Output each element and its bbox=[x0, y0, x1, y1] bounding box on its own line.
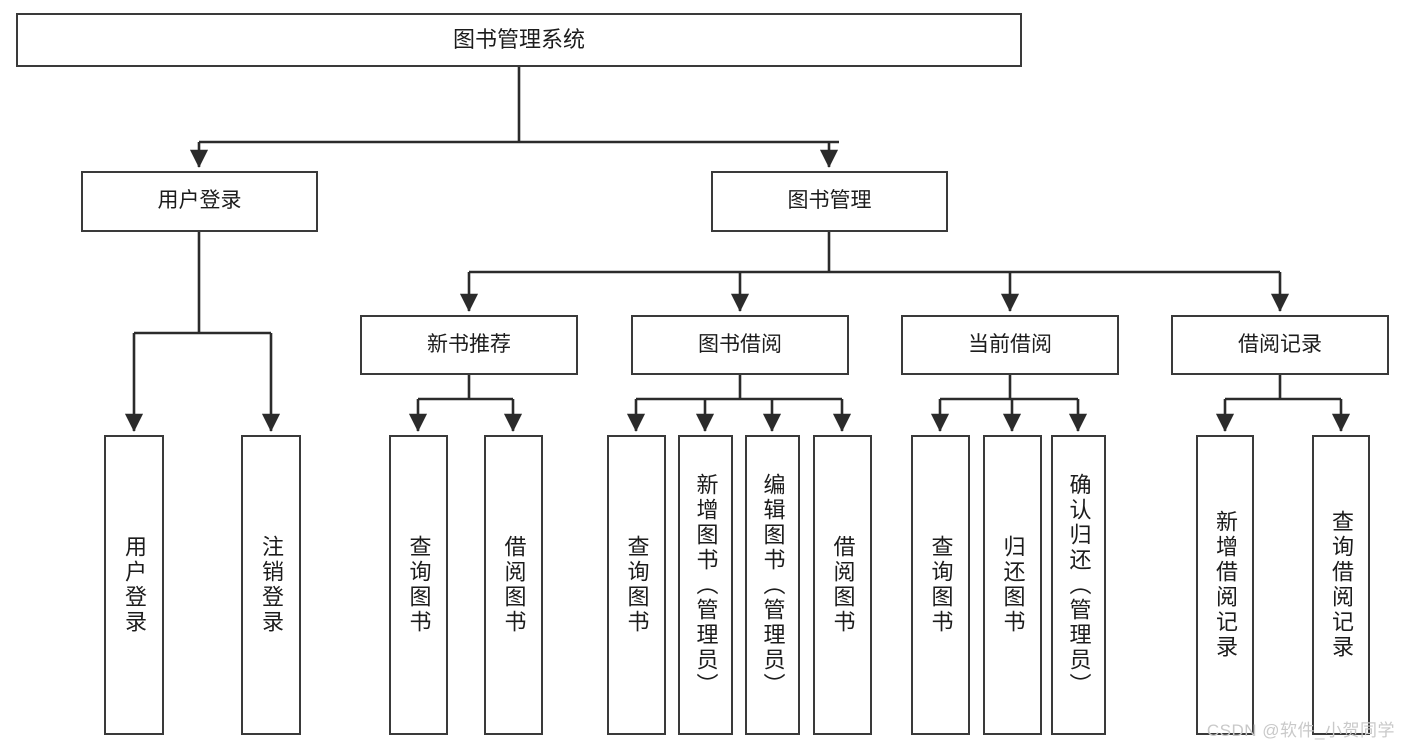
leaf-label: 查询借阅记录 bbox=[1329, 510, 1354, 660]
node-book-management[interactable]: 图书管理 bbox=[711, 171, 948, 232]
node-book-management-label: 图书管理 bbox=[787, 189, 872, 213]
leaf-label: 借阅图书 bbox=[501, 535, 527, 635]
node-book-borrow-label: 图书借阅 bbox=[698, 332, 782, 356]
node-current-borrow-label: 当前借阅 bbox=[968, 332, 1052, 356]
csdn-watermark: CSDN @软件_小贺同学 bbox=[1206, 721, 1395, 740]
leaf-label: 编辑图书（管理员） bbox=[760, 472, 786, 698]
node-new-book-recommend[interactable]: 新书推荐 bbox=[360, 315, 578, 375]
leaf-label: 用户登录 bbox=[122, 535, 147, 635]
node-new-book-recommend-label: 新书推荐 bbox=[427, 332, 511, 356]
node-root-label: 图书管理系统 bbox=[452, 27, 585, 53]
leaf-return-book[interactable]: 归还图书 bbox=[983, 435, 1042, 735]
leaf-label: 查询图书 bbox=[928, 535, 954, 635]
leaf-query-borrow-record[interactable]: 查询借阅记录 bbox=[1312, 435, 1370, 735]
leaf-confirm-return-admin[interactable]: 确认归还（管理员） bbox=[1051, 435, 1106, 735]
leaf-add-book-admin[interactable]: 新增图书（管理员） bbox=[678, 435, 733, 735]
leaf-user-logout[interactable]: 注销登录 bbox=[241, 435, 301, 735]
leaf-query-book-borrow[interactable]: 查询图书 bbox=[607, 435, 666, 735]
leaf-label: 新增借阅记录 bbox=[1213, 510, 1238, 660]
node-borrow-record[interactable]: 借阅记录 bbox=[1171, 315, 1389, 375]
leaf-label: 确认归还（管理员） bbox=[1066, 472, 1092, 698]
leaf-label: 注销登录 bbox=[259, 535, 284, 635]
leaf-label: 查询图书 bbox=[406, 535, 432, 635]
leaf-label: 查询图书 bbox=[624, 535, 650, 635]
leaf-user-login[interactable]: 用户登录 bbox=[104, 435, 164, 735]
leaf-query-book-recommend[interactable]: 查询图书 bbox=[389, 435, 448, 735]
leaf-edit-book-admin[interactable]: 编辑图书（管理员） bbox=[745, 435, 800, 735]
leaf-query-book-current[interactable]: 查询图书 bbox=[911, 435, 970, 735]
node-borrow-record-label: 借阅记录 bbox=[1238, 332, 1322, 356]
leaf-label: 新增图书（管理员） bbox=[693, 472, 719, 698]
node-user-login[interactable]: 用户登录 bbox=[81, 171, 318, 232]
node-current-borrow[interactable]: 当前借阅 bbox=[901, 315, 1119, 375]
leaf-borrow-book-recommend[interactable]: 借阅图书 bbox=[484, 435, 543, 735]
leaf-label: 归还图书 bbox=[1000, 535, 1026, 635]
leaf-borrow-book[interactable]: 借阅图书 bbox=[813, 435, 872, 735]
node-root[interactable]: 图书管理系统 bbox=[16, 13, 1022, 67]
leaf-label: 借阅图书 bbox=[830, 535, 856, 635]
node-user-login-label: 用户登录 bbox=[157, 189, 242, 213]
node-book-borrow[interactable]: 图书借阅 bbox=[631, 315, 849, 375]
leaf-add-borrow-record[interactable]: 新增借阅记录 bbox=[1196, 435, 1254, 735]
